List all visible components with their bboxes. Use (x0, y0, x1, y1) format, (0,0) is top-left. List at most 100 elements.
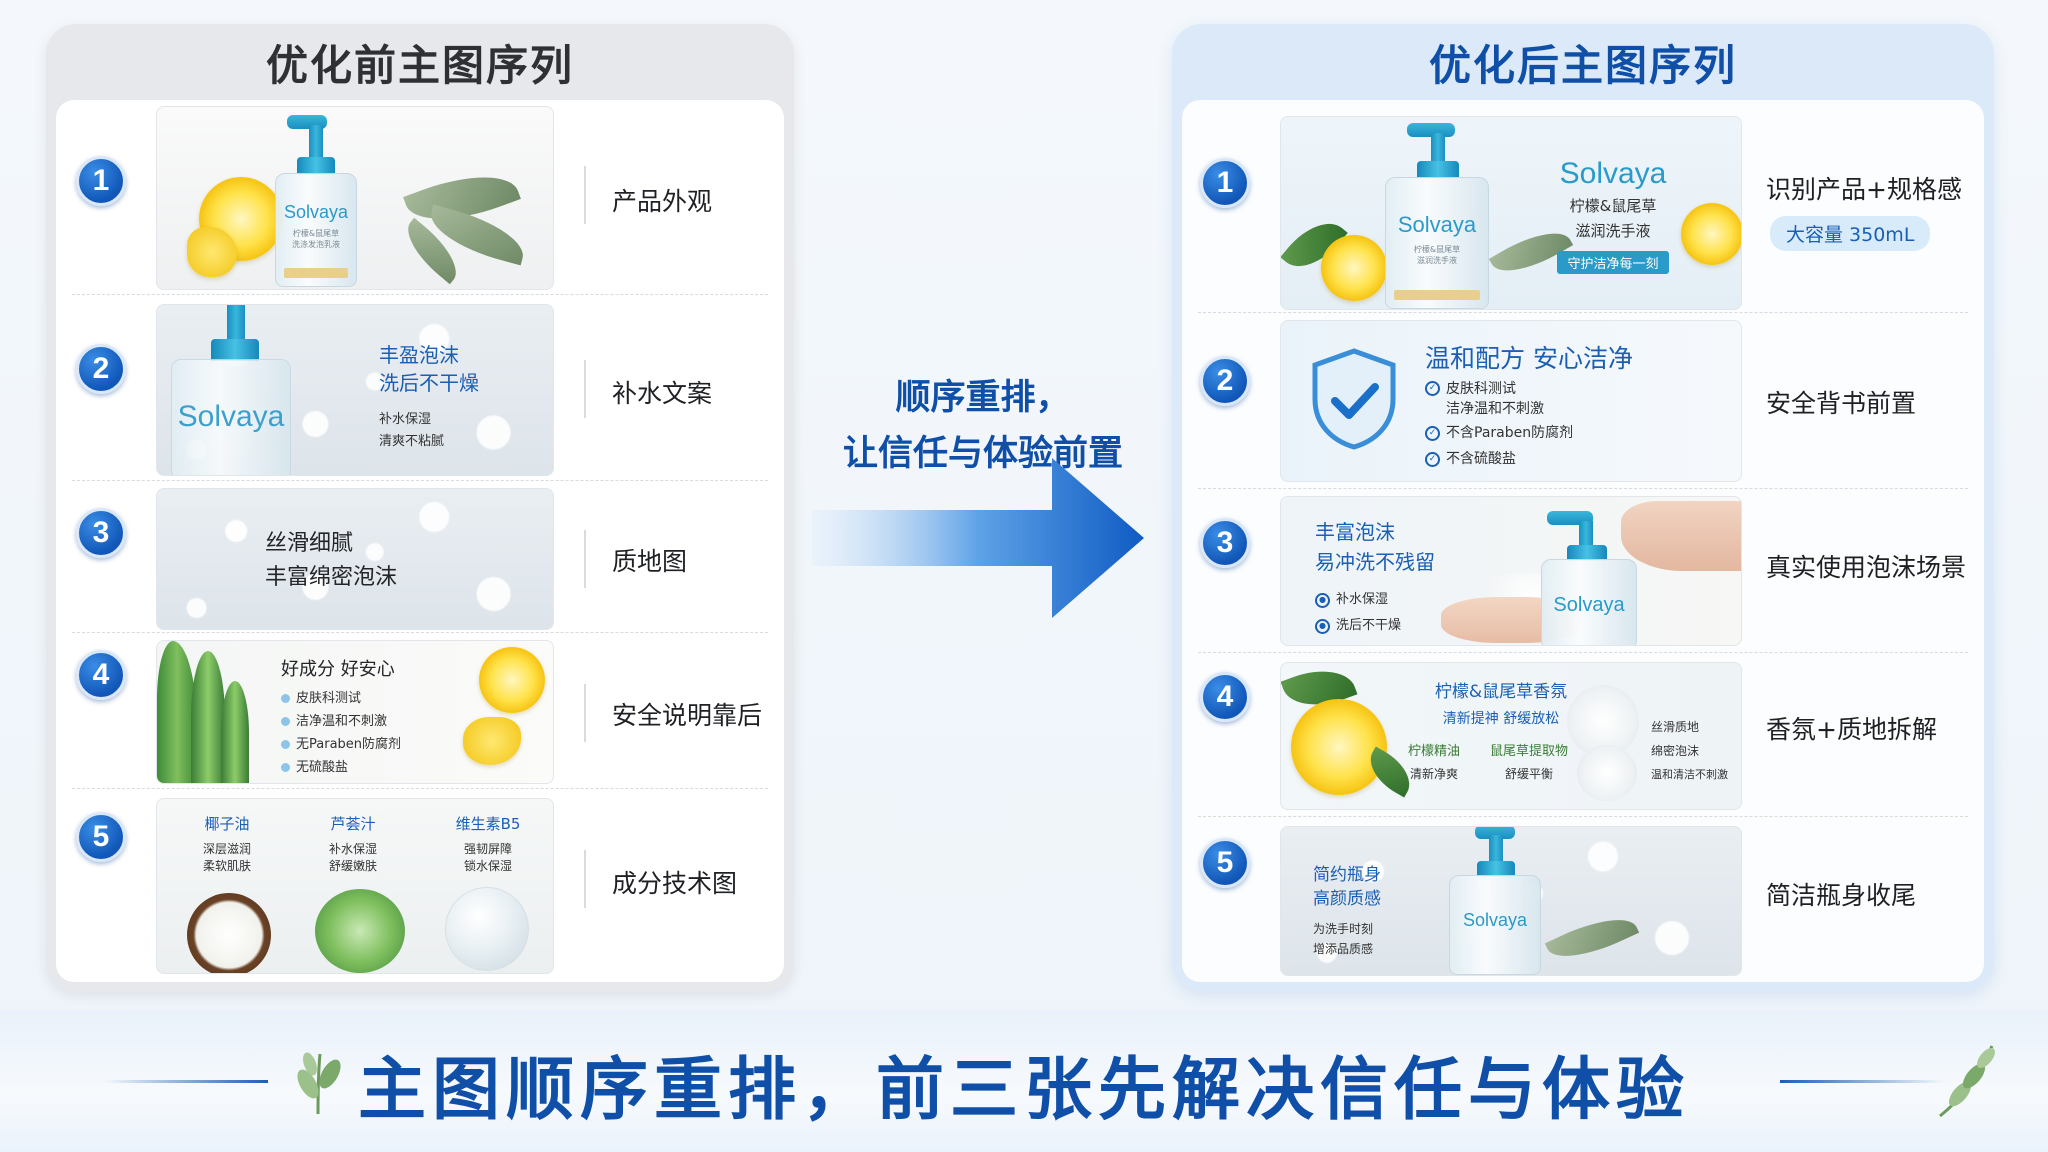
divider (584, 530, 586, 588)
thumb-subtext: 补水保湿 (379, 412, 432, 427)
after-thumb-2: 温和配方 安心洁净 ✓皮肤科测试 洁净温和不刺激 ✓不含Paraben防腐剂 ✓… (1280, 320, 1742, 482)
thumb-headline: 高颜质感 (1313, 889, 1381, 909)
row-label: 简洁瓶身收尾 (1766, 881, 1917, 910)
step-badge: 2 (76, 344, 126, 394)
bottle-brand: Solvaya (177, 400, 285, 433)
bottle-subtext: 柠檬&鼠尾草 滋润洗手液 (1413, 245, 1461, 265)
product-name: 柠檬&鼠尾草 (1569, 197, 1657, 215)
row-label: 补水文案 (612, 379, 713, 408)
before-row-4: 4 好成分 好安心 皮肤科测试 洁净温和不刺激 无Paraben防腐剂 无硫酸盐… (56, 632, 784, 790)
step-badge: 1 (1200, 158, 1250, 208)
before-panel-body: 1 Solvaya 柠檬&鼠尾草 洗涤发泡乳液 (56, 100, 784, 982)
divider (584, 166, 586, 224)
bottle-brand: Solvaya (1397, 212, 1477, 237)
product-bottle-image: Solvaya 柠檬&鼠尾草 洗涤发泡乳液 (269, 111, 359, 289)
thumb-headline: 柠檬&鼠尾草香氛 (1434, 682, 1568, 702)
before-thumb-1: Solvaya 柠檬&鼠尾草 洗涤发泡乳液 (156, 106, 554, 290)
feature-item: 无Paraben防腐剂 (296, 737, 402, 752)
thumb-headline: 温和配方 安心洁净 (1425, 344, 1633, 373)
texture-text: 绵密泡沫 (1651, 744, 1700, 758)
texture-text: 丝滑质地 (1651, 720, 1700, 734)
after-row-1: 1 Solvaya 柠檬&鼠尾草 滋润洗手液 Solvaya (1182, 100, 1984, 314)
lemon-peel-image (463, 717, 521, 765)
step-badge: 4 (76, 650, 126, 700)
feature-item: 洗后不干燥 (1336, 618, 1402, 633)
feature-item: 无硫酸盐 (296, 760, 349, 775)
aloe-slice-image (315, 889, 405, 973)
foam-image (1577, 745, 1637, 801)
shield-check-icon (1312, 348, 1396, 450)
thumb-subtext: 为洗手时刻 (1313, 922, 1374, 936)
row-label: 成分技术图 (612, 869, 738, 898)
divider (584, 684, 586, 742)
lemon-slice-image (1321, 235, 1387, 301)
after-thumb-3: 丰富泡沫 易冲洗不残留 ●补水保湿 ●洗后不干燥 Solvaya (1280, 496, 1742, 646)
lemon-slice-image (1291, 699, 1387, 795)
ingredient-text: 补水保湿 (328, 842, 377, 856)
after-panel-title: 优化后主图序列 (1428, 40, 1737, 90)
row-label: 安全说明靠后 (612, 701, 763, 730)
summary-headline: 主图顺序重排，前三张先解决信任与体验 (357, 1051, 1690, 1130)
product-bottle-image: Solvaya (1537, 511, 1641, 645)
after-panel: 优化后主图序列 1 Solvaya 柠檬&鼠尾草 滋润洗手液 (1172, 24, 1994, 992)
banner-divider-right (1780, 1080, 1944, 1083)
step-badge: 5 (1200, 838, 1250, 888)
ingredient-text: 舒缓平衡 (1504, 767, 1553, 781)
after-row-5: 5 简约瓶身 高颜质感 为洗手时刻 增添品质感 Solvaya (1182, 816, 1984, 982)
bottle-subtext: 柠檬&鼠尾草 洗涤发泡乳液 (292, 229, 340, 249)
before-row-3: 3 丝滑细腻 丰富绵密泡沫 质地图 (56, 480, 784, 634)
thumb-headline: 洗后不干燥 (379, 371, 479, 395)
after-row-3: 3 丰富泡沫 易冲洗不残留 ●补水保湿 ●洗后不干燥 (1182, 488, 1984, 654)
serum-droplet-image (445, 887, 529, 971)
step-badge: 5 (76, 812, 126, 862)
bottle-brand: Solvaya (283, 202, 349, 222)
right-arrow-icon (812, 458, 1144, 618)
thumb-headline: 丰富绵密泡沫 (265, 565, 398, 590)
thumb-subtext: 清爽不粘腻 (379, 434, 445, 449)
thumb-headline: 丝滑细腻 (265, 531, 354, 556)
after-row-2: 2 温和配方 安心洁净 ✓皮肤科测试 洁净温和不刺激 ✓不含Paraben防腐剂… (1182, 312, 1984, 490)
bottle-brand: Solvaya (1462, 910, 1528, 930)
hand-image (1621, 501, 1741, 571)
ingredient-title: 椰子油 (204, 815, 250, 833)
before-row-1: 1 Solvaya 柠檬&鼠尾草 洗涤发泡乳液 (56, 100, 784, 296)
step-badge: 1 (76, 156, 126, 206)
product-bottle-image: Solvaya (171, 305, 291, 475)
before-row-5: 5 椰子油 深层滋润 柔软肌肤 芦荟汁 补水保湿 舒缓嫩肤 维生素B5 强韧屏障… (56, 788, 784, 980)
after-thumb-4: 柠檬&鼠尾草香氛 清新提神 舒缓放松 柠檬精油 清新净爽 鼠尾草提取物 舒缓平衡… (1280, 662, 1742, 810)
step-badge: 2 (1200, 356, 1250, 406)
after-thumb-5: 简约瓶身 高颜质感 为洗手时刻 增添品质感 Solvaya (1280, 826, 1742, 976)
before-thumb-5: 椰子油 深层滋润 柔软肌肤 芦荟汁 补水保湿 舒缓嫩肤 维生素B5 强韧屏障 锁… (156, 798, 554, 974)
thumb-headline: 简约瓶身 (1313, 865, 1381, 885)
transition-caption: 顺序重排， 让信任与体验前置 (810, 370, 1156, 482)
feature-item: 皮肤科测试 (296, 691, 362, 706)
step-badge: 3 (76, 508, 126, 558)
leaf-sprig-icon (297, 1052, 341, 1115)
ingredient-title: 维生素B5 (455, 815, 521, 833)
step-badge: 3 (1200, 518, 1250, 568)
row-label: 真实使用泡沫场景 (1766, 553, 1967, 582)
before-thumb-4: 好成分 好安心 皮肤科测试 洁净温和不刺激 无Paraben防腐剂 无硫酸盐 (156, 640, 554, 784)
product-bottle-image: Solvaya (1445, 827, 1545, 975)
thumb-subtext: 清新提神 舒缓放松 (1442, 711, 1560, 727)
ingredient-text: 柔软肌肤 (202, 859, 251, 873)
capacity-badge: 大容量 350mL (1770, 216, 1931, 251)
ingredient-text: 清新净爽 (1409, 767, 1458, 781)
leaf-sprig-icon (1939, 1045, 1995, 1118)
caption-line-2: 让信任与体验前置 (842, 434, 1123, 474)
feature-item: 不含Paraben防腐剂 (1446, 425, 1574, 441)
tagline-badge: 守护洁净每一刻 (1557, 251, 1669, 274)
aloe-leaf-image (221, 681, 249, 783)
row-label: 香氛+质地拆解 (1766, 715, 1937, 744)
divider (584, 360, 586, 418)
before-thumb-2: Solvaya 丰盈泡沫 洗后不干燥 补水保湿 清爽不粘腻 (156, 304, 554, 476)
texture-text: 温和清洁不刺激 (1651, 768, 1728, 781)
banner-divider-left (104, 1080, 268, 1083)
row-label: 质地图 (612, 547, 688, 576)
lemon-slice-image (479, 647, 545, 713)
lemon-peel-image (187, 227, 237, 277)
before-thumb-3: 丝滑细腻 丰富绵密泡沫 (156, 488, 554, 630)
row-label: 识别产品+规格感 (1766, 175, 1962, 204)
coconut-image (187, 893, 271, 973)
aloe-leaf-image (191, 651, 225, 783)
